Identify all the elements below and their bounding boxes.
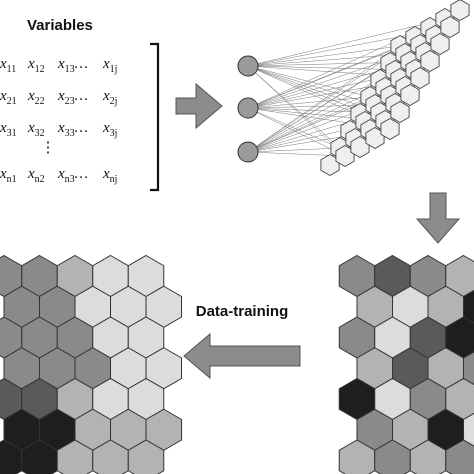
matrix-cell: x13… [57, 56, 88, 75]
connection-line [247, 96, 371, 109]
lattice-hex [390, 100, 410, 124]
connection-line [247, 53, 406, 109]
connection-line [247, 107, 341, 149]
lattice-hex [430, 32, 450, 56]
matrix-cell: x12 [27, 56, 45, 75]
matrix-bracket [150, 42, 160, 192]
matrix-cell: xn2 [27, 166, 45, 185]
input-neuron [237, 141, 259, 163]
initial-som-map [338, 254, 474, 474]
lattice-hex [440, 15, 460, 39]
matrix-cell: x21 [0, 88, 17, 107]
matrix-cell: x31 [0, 120, 17, 139]
matrix-cell: x33… [57, 120, 88, 139]
matrix-cell: x11 [0, 56, 16, 75]
connection-line [247, 104, 376, 109]
connection-line [247, 107, 346, 157]
lattice-hex [400, 83, 420, 107]
lattice-hex [420, 49, 440, 73]
variables-matrix: x11 x12 x13… x1j x21 x22 x23… x2j x31 x32 x33… x3j x… [0, 56, 117, 185]
matrix-cell: x23… [57, 88, 88, 107]
connection-line [247, 96, 371, 153]
vertical-ellipsis: ⋮ [41, 140, 56, 156]
map-hex [463, 351, 474, 386]
input-neuron [237, 55, 259, 77]
arrow-left [183, 332, 301, 380]
matrix-cell: xn1 [0, 166, 17, 185]
matrix-cell: x32 [27, 120, 45, 139]
matrix-cell: xn3… [57, 166, 88, 185]
connection-line [247, 65, 371, 98]
connection-line [247, 18, 446, 67]
connection-line [247, 147, 341, 153]
matrix-cell: x2j [102, 88, 117, 107]
connection-line [247, 45, 401, 67]
arrow-right [175, 82, 223, 130]
map-hex [445, 439, 474, 474]
data-training-label: Data-training [196, 303, 289, 320]
matrix-cell: x3j [102, 120, 117, 139]
map-hex [127, 439, 165, 474]
map-hex [463, 412, 474, 447]
input-neuron [237, 97, 259, 119]
connection-line [247, 53, 406, 67]
matrix-cell: x22 [27, 88, 45, 107]
lattice-hex [380, 117, 400, 141]
connection-line [247, 65, 346, 157]
variables-title: Variables [27, 17, 93, 34]
matrix-cell: x1j [102, 56, 117, 75]
matrix-cell: xnj [102, 166, 117, 185]
connection-line [247, 45, 401, 153]
som-lattice [320, 0, 470, 177]
arrow-down [415, 192, 461, 244]
map-hex [463, 289, 474, 324]
input-neurons [237, 55, 259, 163]
lattice-hex [410, 66, 430, 90]
trained-som-map [0, 254, 183, 474]
lattice-hex [450, 0, 470, 22]
